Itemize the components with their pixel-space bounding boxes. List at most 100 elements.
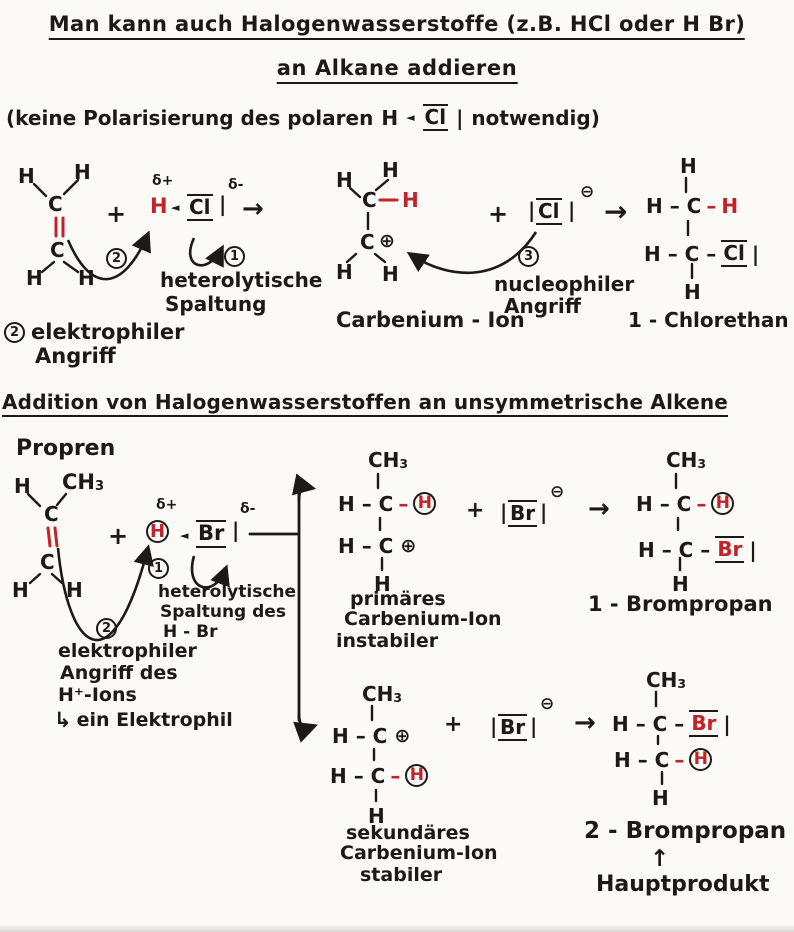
brompropan2-h-bottom: H [652, 786, 669, 810]
brompropan2-br-atom: Br [689, 710, 719, 737]
brompropan1-h-bottom: H [672, 572, 689, 596]
carbenium-c-atom: C [362, 188, 377, 212]
propene-c-atom: C [40, 550, 55, 574]
elektrophil-note-text: ein Elektrophil [76, 709, 233, 731]
hbr-red-h-atom: H [149, 520, 166, 542]
secondary-row2-left: H – C [330, 763, 386, 788]
reaction-arrow: → [242, 194, 264, 224]
curved-arrow-heterolysis-hcl [188, 237, 224, 268]
secondary-ch: CH [362, 682, 394, 706]
heterolysis-label-2: Spaltung [165, 292, 267, 316]
corner-arrow-icon: ↳ [54, 708, 72, 732]
circled-step-3: 3 [518, 246, 539, 267]
primary-ch3-group: CH 3 [368, 450, 408, 470]
primary-row1: H – C – H [338, 491, 437, 516]
plus-charge-icon: ⊕ [379, 230, 395, 252]
primary-h-bottom: H [374, 572, 391, 596]
polarity-wedge-icon: ◄ [406, 111, 415, 124]
bromide-br-atom: Br [508, 500, 538, 527]
lone-pair-bar: | [456, 105, 464, 130]
secondary-ch3-subscript: 3 [393, 689, 403, 705]
propene-c-atom: C [44, 502, 59, 526]
lone-pair-bar: | [528, 198, 536, 222]
red-bond-dash: – [706, 194, 717, 218]
heterolysis-label-1: heterolytische [160, 268, 323, 292]
brompropan1-ch3-group: CH 3 [666, 450, 706, 470]
circled-proton: H [146, 520, 169, 543]
polarity-wedge-icon: ◄ [171, 201, 180, 214]
note-line: (keine Polarisierung des polaren H ◄ Cl … [6, 104, 600, 131]
carbenium-red-h-atom: H [402, 188, 419, 212]
minus-charge-icon: ⊖ [540, 694, 555, 714]
chlorethan-h-bottom: H [684, 280, 701, 304]
lone-pair-bar: | [751, 241, 760, 266]
lone-pair-bar: | [500, 500, 508, 524]
lone-pair-bar: | [723, 711, 731, 736]
heterolysis-label-2: Spaltung des [160, 602, 286, 622]
legend-angriff: Angriff [35, 344, 116, 368]
note-cl-atom: Cl [422, 104, 449, 131]
red-bond-dash: – [696, 491, 707, 516]
note-end-text: notwendig) [471, 105, 600, 130]
brompropan2-name: 2 - Brompropan [584, 818, 787, 844]
delta-minus-label: δ- [240, 501, 256, 517]
page-title-line2: an Alkane addieren [276, 58, 518, 84]
heterolysis-label-3: H - Br [163, 622, 218, 642]
hcl-h-atom: H [150, 194, 168, 218]
primary-row2: H – C ⊕ [338, 536, 416, 556]
primary-ch3-subscript: 3 [399, 455, 409, 471]
reaction-arrow: → [574, 708, 596, 738]
brompropan2-red-h-atom: H [693, 749, 708, 769]
propene-h-atom: H [14, 474, 31, 498]
circled-step-1: 1 [148, 558, 169, 579]
page-title-line1: Man kann auch Halogenwasserstoffe (z.B. … [48, 14, 746, 40]
lone-pair-bar: | [568, 198, 576, 222]
chloride-cl-atom: Cl [536, 198, 562, 225]
brompropan1-ch: CH [666, 448, 698, 472]
plus-charge-icon: ⊕ [400, 534, 417, 557]
lone-pair-bar: | [530, 714, 538, 738]
red-bond-dash: – [390, 763, 401, 788]
brompropan1-row2: H – C – Br | [638, 536, 757, 563]
secondary-label-3: stabiler [360, 864, 443, 886]
minus-charge-icon: ⊖ [550, 482, 565, 502]
lone-pair-bar: | [540, 500, 548, 524]
plus-sign: + [444, 712, 463, 737]
carbenium-h-atom: H [382, 158, 399, 182]
propene-h-atom: H [12, 578, 29, 602]
note-h-atom: H [381, 105, 399, 130]
propene-ch3-group: CH 3 [62, 472, 105, 494]
secondary-h-bottom: H [368, 804, 385, 828]
plus-sign: + [488, 200, 509, 228]
brompropan2-row2-left: H – C [614, 747, 670, 772]
chlorethan-cl-atom: Cl [721, 240, 747, 267]
red-bond-dash: – [674, 747, 685, 772]
plus-sign: + [108, 522, 129, 550]
secondary-row1-left: H – C [332, 724, 388, 748]
ethene-c-atom: C [48, 192, 63, 216]
note-text: (keine Polarisierung des polaren [6, 105, 374, 130]
carbenium-c-atom: C [360, 230, 375, 254]
up-arrow-icon: ↑ [650, 846, 670, 872]
brompropan1-row1-left: H – C [636, 491, 692, 516]
primary-row1-left: H – C [338, 491, 394, 516]
primary-label-2: Carbenium-Ion [344, 608, 502, 630]
hbr-br-atom: Br [196, 520, 227, 548]
brompropan2-ch: CH [646, 668, 678, 692]
propene-h-atom: H [66, 578, 83, 602]
hauptprodukt-label: Hauptprodukt [596, 872, 770, 897]
circled-red-h: H [689, 748, 713, 771]
brompropan2-row1-left: H – C – [612, 711, 685, 736]
propene-double-bond [46, 526, 59, 548]
attack-label-1: elektrophiler [58, 640, 197, 662]
ethene-h-atom: H [78, 266, 95, 290]
brompropan2-ch3-subscript: 3 [677, 675, 687, 691]
propren-label: Propren [16, 436, 116, 461]
legend-elektrophiler: elektrophiler [31, 320, 185, 344]
secondary-red-h-atom: H [409, 765, 424, 785]
delta-minus-label: δ- [228, 177, 244, 193]
propene-ch3-subscript: 3 [95, 478, 105, 494]
circled-step-2: 2 [96, 618, 117, 639]
hcl-cl-atom: Cl [187, 194, 213, 221]
primary-red-h-atom: H [417, 493, 432, 513]
